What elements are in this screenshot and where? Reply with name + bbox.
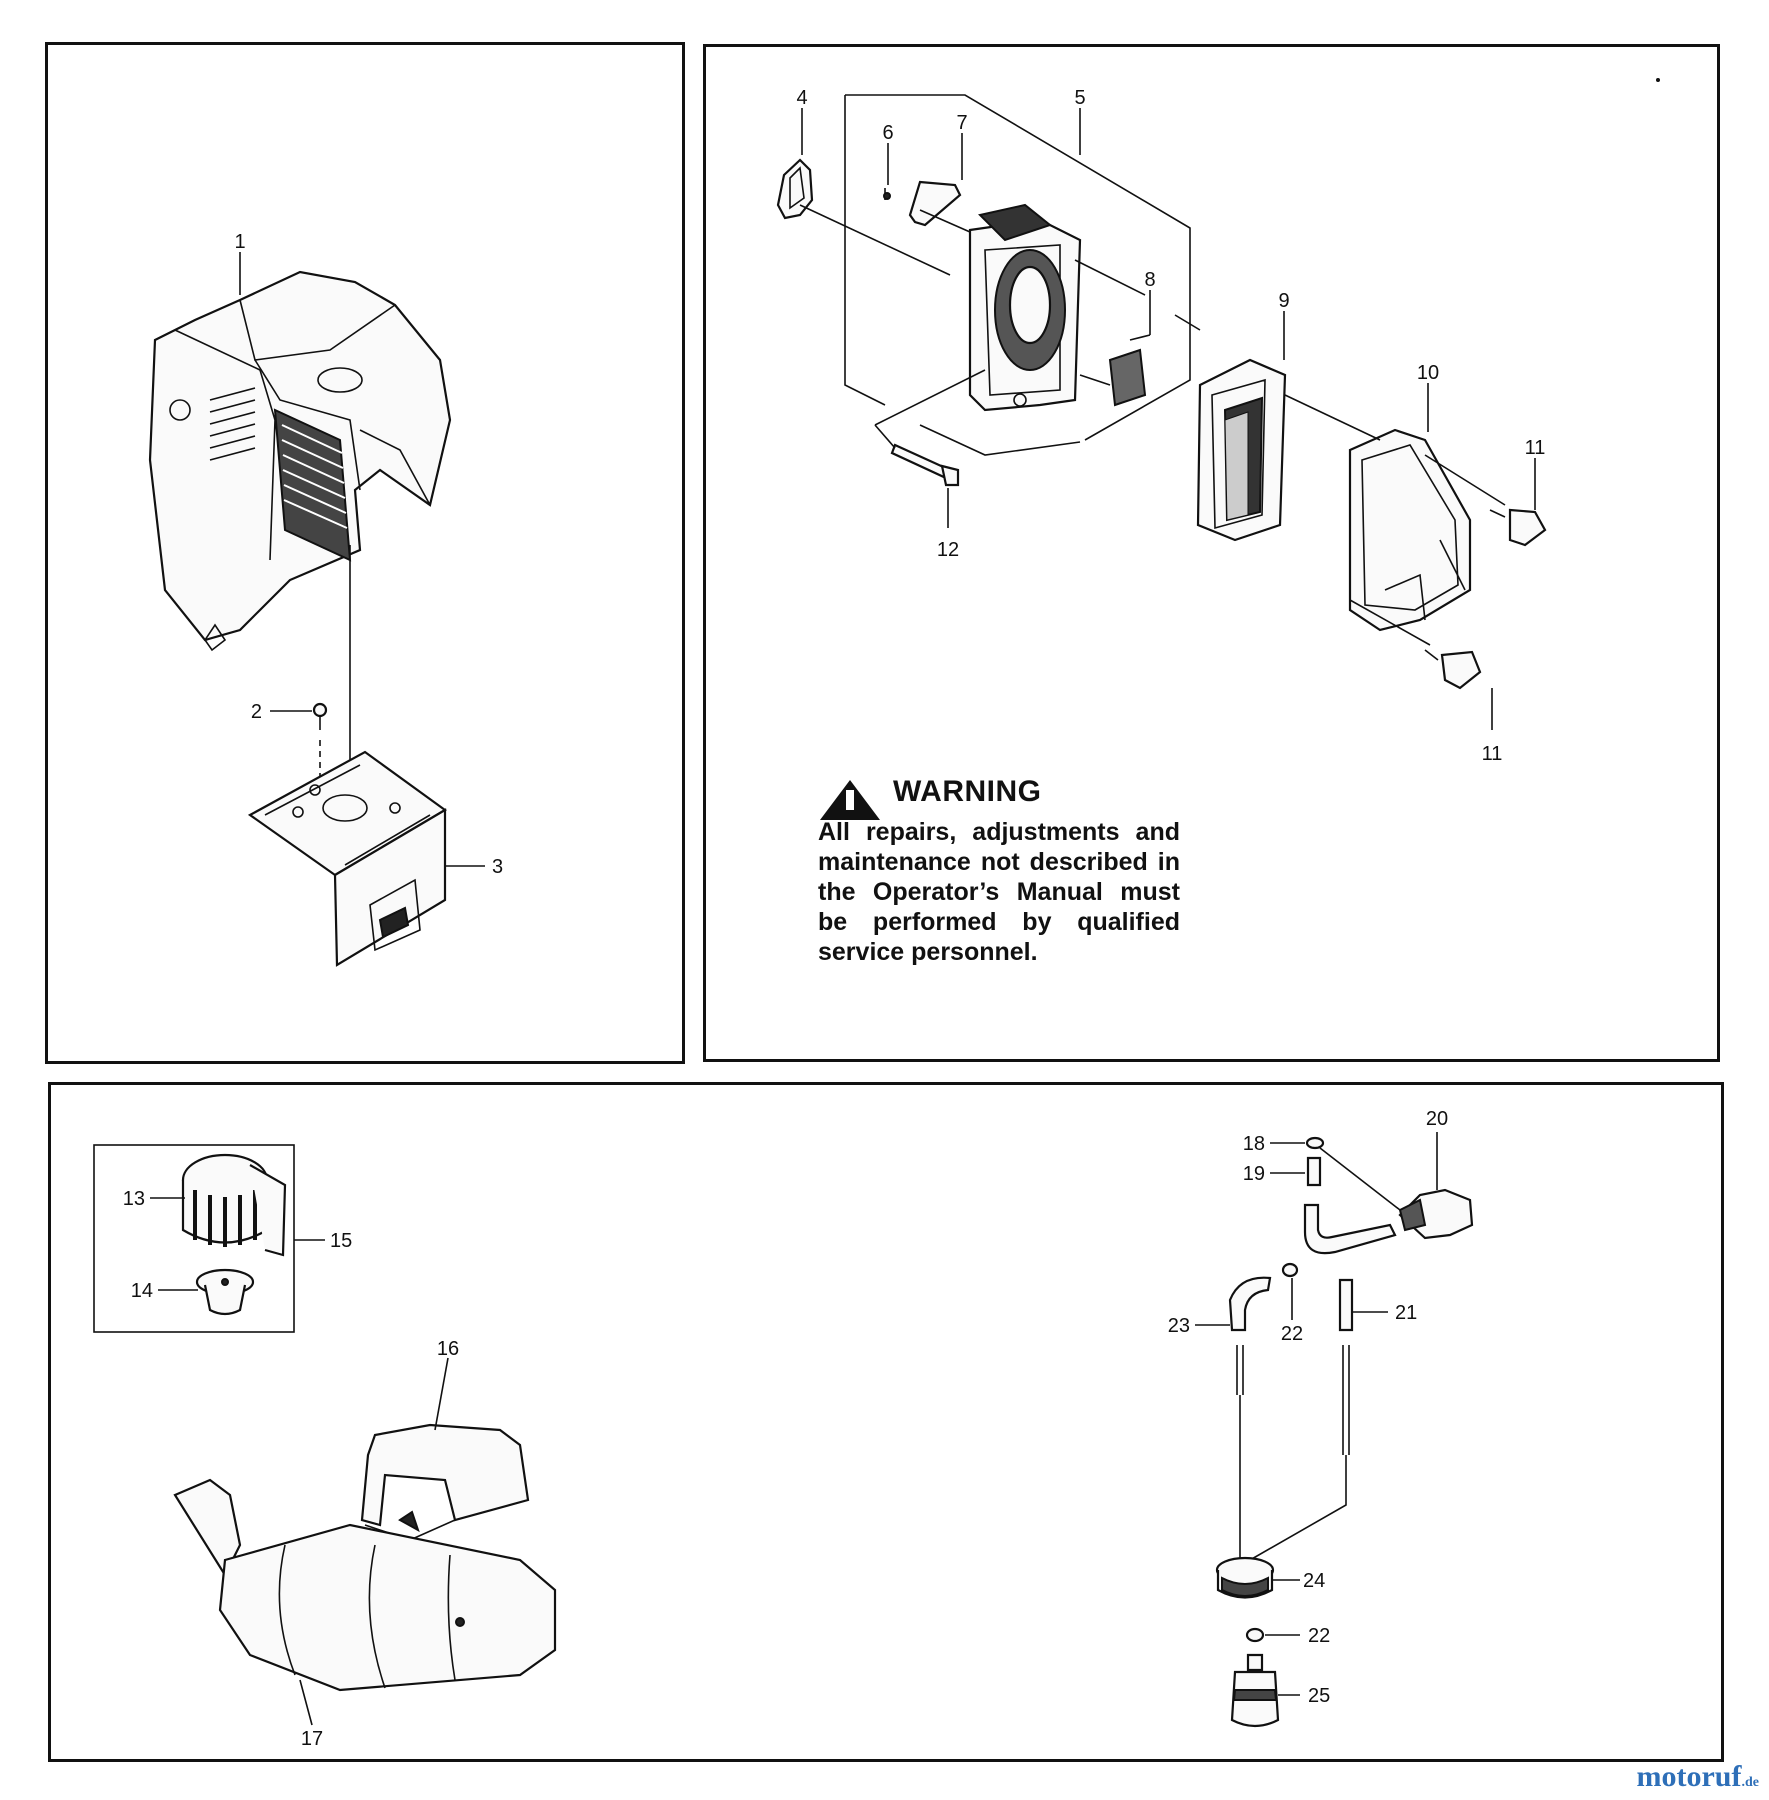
callout-21: 21 bbox=[1395, 1302, 1417, 1324]
muffler-part-17 bbox=[173, 1478, 557, 1692]
callout-12: 12 bbox=[937, 539, 959, 561]
callout-4: 4 bbox=[796, 87, 807, 109]
callout-17: 17 bbox=[301, 1728, 323, 1750]
filter-base-illustration bbox=[968, 203, 1082, 412]
warning-triangle-icon bbox=[820, 780, 880, 820]
watermark-tld: .de bbox=[1741, 1775, 1760, 1790]
callout-22-lower: 22 bbox=[1308, 1625, 1330, 1647]
knob-part-11-upper bbox=[1489, 508, 1547, 547]
callout-14: 14 bbox=[131, 1280, 153, 1302]
callout-11-upper: 11 bbox=[1525, 437, 1546, 459]
warning-notice: WARNING All repairs, adjustments and mai… bbox=[818, 775, 1180, 967]
callout-15: 15 bbox=[330, 1230, 352, 1252]
callout-7: 7 bbox=[956, 112, 967, 134]
warning-body: All repairs, adjustments and maintenance… bbox=[818, 818, 1180, 966]
warning-title: WARNING bbox=[893, 775, 1042, 808]
clip-part-8 bbox=[1108, 334, 1151, 407]
engine-shroud-illustration bbox=[148, 270, 452, 652]
inset-frame-cap-assembly bbox=[93, 1144, 295, 1333]
callout-19: 19 bbox=[1243, 1163, 1265, 1185]
bolt-part-12 bbox=[890, 443, 960, 487]
screw-part-6 bbox=[883, 188, 891, 200]
callout-6: 6 bbox=[882, 122, 893, 144]
callout-16: 16 bbox=[437, 1338, 459, 1360]
callout-25: 25 bbox=[1308, 1685, 1330, 1707]
callout-22-upper: 22 bbox=[1281, 1323, 1303, 1345]
callout-20: 20 bbox=[1426, 1108, 1448, 1130]
callout-8: 8 bbox=[1144, 269, 1155, 291]
lever-part-7 bbox=[908, 180, 962, 227]
watermark-logo: motoruf.de bbox=[1637, 1760, 1759, 1794]
cap-seal-part-14 bbox=[195, 1268, 255, 1316]
panel-air-filter bbox=[703, 44, 1720, 1062]
fuel-line-assembly bbox=[1215, 1136, 1474, 1728]
fuel-cap-part-13 bbox=[181, 1153, 287, 1257]
callout-3: 3 bbox=[492, 856, 503, 878]
heat-shield-part-16 bbox=[360, 1423, 530, 1541]
callout-18: 18 bbox=[1243, 1133, 1265, 1155]
callout-13: 13 bbox=[123, 1188, 145, 1210]
panel-2-leaders bbox=[799, 204, 1506, 646]
callout-9: 9 bbox=[1278, 290, 1289, 312]
knob-part-11-lower bbox=[1424, 649, 1482, 690]
callout-24: 24 bbox=[1303, 1570, 1325, 1592]
watermark-brand: motoruf bbox=[1636, 1760, 1742, 1793]
filter-cover-illustration bbox=[1348, 428, 1472, 632]
callout-2: 2 bbox=[251, 701, 262, 723]
gasket-part-4 bbox=[776, 158, 814, 220]
screw-part-2 bbox=[312, 702, 328, 790]
callout-11-lower: 11 bbox=[1482, 743, 1503, 765]
callout-23: 23 bbox=[1168, 1315, 1190, 1337]
filter-element-illustration bbox=[1196, 358, 1287, 542]
callout-5: 5 bbox=[1074, 87, 1085, 109]
callout-10: 10 bbox=[1417, 362, 1439, 384]
mounting-bracket-illustration bbox=[247, 750, 448, 967]
assembly-bracket-5 bbox=[844, 94, 1191, 456]
callout-1: 1 bbox=[234, 231, 245, 253]
